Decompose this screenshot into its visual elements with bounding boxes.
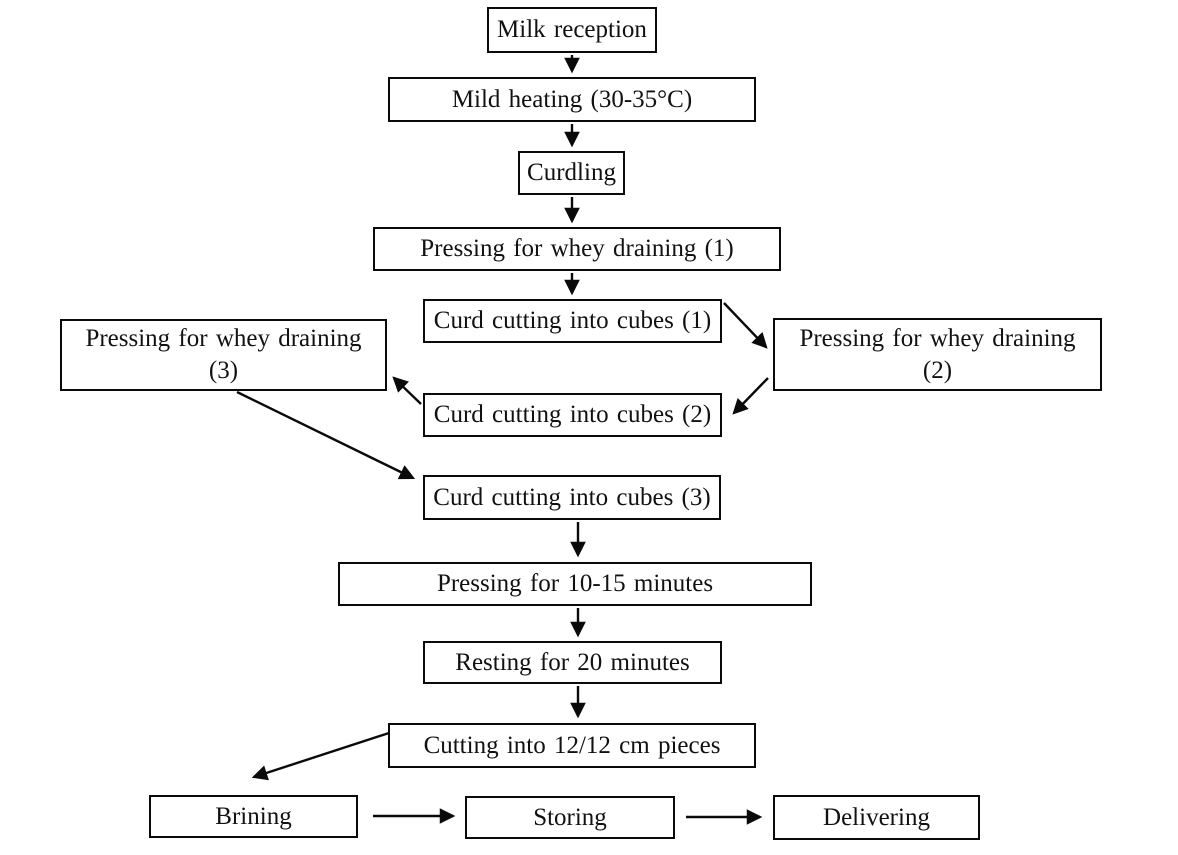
node-label: Mild heating (30-35°C) <box>451 85 693 113</box>
node-curd-cubes-1: Curd cutting into cubes (1) <box>423 299 722 343</box>
node-label: Pressing for whey draining <box>799 324 1076 352</box>
node-pressing-whey-1: Pressing for whey draining (1) <box>373 227 781 271</box>
arrow-pressing3-to-curd3 <box>236 390 416 480</box>
node-label: Curd cutting into cubes (1) <box>433 307 712 334</box>
node-label: Milk reception <box>497 16 647 43</box>
node-mild-heating: Mild heating (30-35°C) <box>388 77 756 122</box>
node-brining: Brining <box>149 795 358 838</box>
node-label: Delivering <box>823 803 930 831</box>
node-label: Brining <box>215 802 292 830</box>
node-label: Pressing for 10-15 minutes <box>436 570 714 597</box>
arrow-curd1-to-pressing2 <box>723 302 768 349</box>
node-pressing-whey-3: Pressing for whey draining (3) <box>60 319 387 391</box>
node-label: Cutting into 12/12 cm pieces <box>423 731 721 759</box>
node-label: Storing <box>533 803 607 831</box>
arrow-curd2-to-pressing3 <box>392 376 422 405</box>
node-milk-reception: Milk reception <box>487 7 657 53</box>
node-label: Curdling <box>527 159 616 186</box>
node-resting-20: Resting for 20 minutes <box>423 641 722 684</box>
node-pressing-whey-2: Pressing for whey draining (2) <box>773 318 1102 391</box>
arrow-cutting-to-brining <box>251 731 390 781</box>
node-label-line2: (2) <box>922 356 953 384</box>
node-label: Pressing for whey draining <box>85 325 362 352</box>
node-label-line2: (3) <box>208 357 239 384</box>
node-delivering: Delivering <box>773 795 980 840</box>
node-storing: Storing <box>465 796 675 839</box>
node-label: Curd cutting into cubes (2) <box>433 401 712 428</box>
node-cutting-12-12: Cutting into 12/12 cm pieces <box>388 723 756 768</box>
node-label: Resting for 20 minutes <box>455 648 690 676</box>
node-label: Curd cutting into cubes (3) <box>433 483 711 511</box>
node-pressing-10-15: Pressing for 10-15 minutes <box>338 562 812 606</box>
arrow-pressing2-to-curd2 <box>732 377 769 415</box>
node-curdling: Curdling <box>518 151 625 195</box>
node-label: Pressing for whey draining (1) <box>420 235 734 262</box>
node-curd-cubes-2: Curd cutting into cubes (2) <box>423 393 722 437</box>
node-curd-cubes-3: Curd cutting into cubes (3) <box>423 475 721 520</box>
